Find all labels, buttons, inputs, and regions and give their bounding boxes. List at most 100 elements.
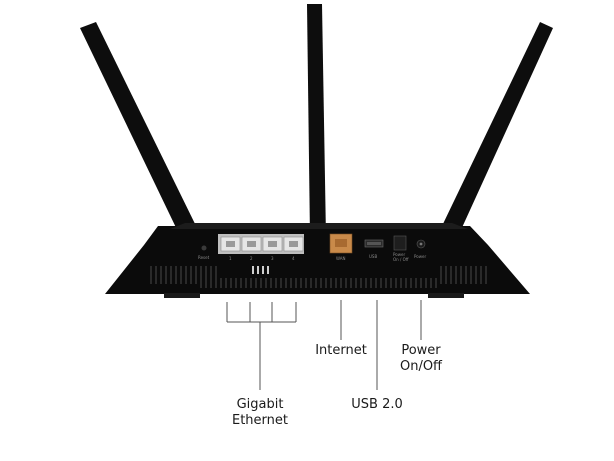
vent-slot <box>205 266 207 284</box>
vent-slot <box>385 278 387 288</box>
vent-slot <box>215 278 217 288</box>
vent-slot <box>245 278 247 288</box>
vent-slot <box>340 278 342 288</box>
vent-slot <box>410 278 412 288</box>
vent-slot <box>445 266 447 284</box>
vent-slot <box>395 278 397 288</box>
power-jack-label: Power <box>414 254 426 259</box>
ethernet-ports <box>218 234 304 254</box>
vent-slot <box>485 266 487 284</box>
vent-slot <box>400 278 402 288</box>
reset-label: Reset <box>198 255 210 260</box>
usb-label-text: USB 2.0 <box>351 397 403 412</box>
vent-slot <box>315 278 317 288</box>
internet-label-text: Internet <box>315 343 367 358</box>
power-switch-label-line2: On / Off <box>393 257 409 262</box>
right-antenna <box>442 22 553 232</box>
vent-slot <box>220 278 222 288</box>
left-foot <box>164 293 200 298</box>
vent-slot <box>430 278 432 288</box>
power-label-line1: Power <box>401 343 441 358</box>
vent-slot <box>310 278 312 288</box>
vent-slot <box>435 278 437 288</box>
vent-slot <box>370 278 372 288</box>
vent-slot <box>275 278 277 288</box>
vent-slot <box>160 266 162 284</box>
vent-slot <box>380 278 382 288</box>
vent-slot <box>175 266 177 284</box>
left-antenna <box>80 22 199 238</box>
vent-slot <box>475 266 477 284</box>
vent-slot <box>470 266 472 284</box>
right-foot <box>428 293 464 298</box>
vent-slot <box>295 278 297 288</box>
vent-slot <box>450 266 452 284</box>
vent-slot <box>335 278 337 288</box>
gigabit-label-line1: Gigabit <box>236 397 284 412</box>
vent-slot <box>180 266 182 284</box>
vent-slot <box>265 278 267 288</box>
vent-slot <box>210 278 212 288</box>
vent-slot <box>420 278 422 288</box>
lan-number-3: 3 <box>271 256 274 261</box>
vent-slot <box>165 266 167 284</box>
vent-slot <box>150 266 152 284</box>
internet-callout-label: Internet <box>310 343 372 359</box>
gigabit-ethernet-callout-label: Gigabit Ethernet <box>222 397 298 429</box>
vent-slot <box>300 278 302 288</box>
vent-slot <box>465 266 467 284</box>
power-label-line2: On/Off <box>399 359 443 374</box>
vent-slot <box>480 266 482 284</box>
vent-slot <box>330 278 332 288</box>
vent-slot <box>185 266 187 284</box>
power-switch[interactable] <box>393 235 407 251</box>
vent-slot <box>440 266 442 284</box>
vent-slot <box>230 278 232 288</box>
usb-callout-label: USB 2.0 <box>342 397 412 413</box>
callout-lines <box>226 300 422 390</box>
center-antenna <box>307 4 326 238</box>
vent-slot <box>250 278 252 288</box>
vent-slot <box>355 278 357 288</box>
vent-slot <box>405 278 407 288</box>
vent-slot <box>425 278 427 288</box>
lan-number-1: 1 <box>229 256 232 261</box>
vent-slot <box>415 278 417 288</box>
vent-slot <box>205 278 207 288</box>
power-switch-label-line1: Power <box>393 252 405 257</box>
vent-slot <box>235 278 237 288</box>
vent-slot <box>280 278 282 288</box>
vent-slot <box>390 278 392 288</box>
vent-slot <box>200 266 202 284</box>
power-callout-label: Power On/Off <box>390 343 452 375</box>
vent-slot <box>240 278 242 288</box>
vent-slot <box>170 266 172 284</box>
lan-number-2: 2 <box>250 256 253 261</box>
vent-slot <box>155 266 157 284</box>
vent-slot <box>360 278 362 288</box>
vent-slot <box>290 278 292 288</box>
router-top-edge <box>170 223 468 229</box>
reset-button[interactable] <box>201 245 207 251</box>
vent-slot <box>350 278 352 288</box>
port-leds <box>252 266 269 274</box>
vent-slot <box>325 278 327 288</box>
vent-slots <box>150 266 487 288</box>
vent-slot <box>260 278 262 288</box>
lan-number-4: 4 <box>292 256 295 261</box>
vent-slot <box>270 278 272 288</box>
vent-slot <box>195 266 197 284</box>
vent-slot <box>305 278 307 288</box>
vent-slot <box>375 278 377 288</box>
vent-slot <box>345 278 347 288</box>
vent-slot <box>320 278 322 288</box>
gigabit-label-line2: Ethernet <box>232 413 288 428</box>
vent-slot <box>285 278 287 288</box>
wan-label: WAN <box>336 256 345 261</box>
vent-slot <box>225 278 227 288</box>
vent-slot <box>455 266 457 284</box>
vent-slot <box>255 278 257 288</box>
vent-slot <box>200 278 202 288</box>
vent-slot <box>460 266 462 284</box>
